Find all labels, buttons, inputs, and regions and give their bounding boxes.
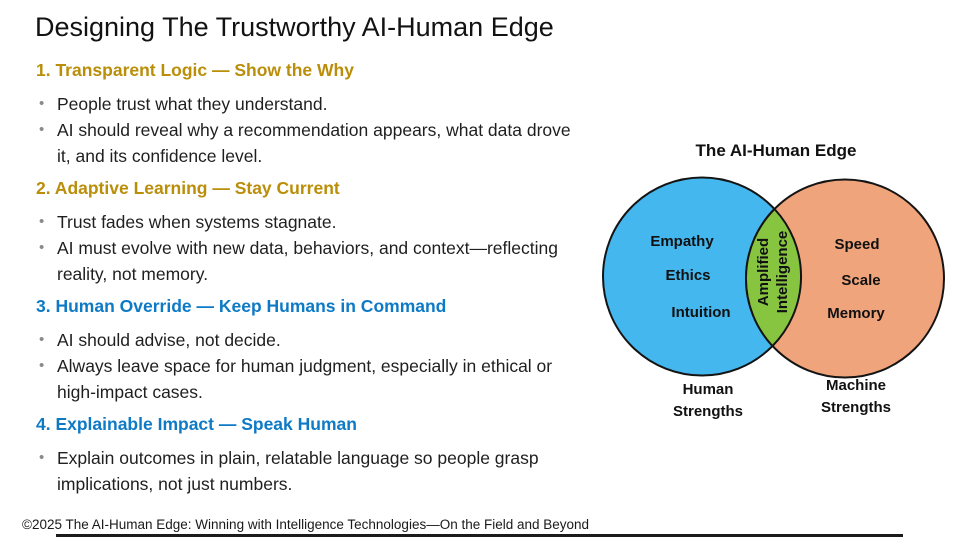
bullet-group-2: • Trust fades when systems stagnate. • A… [36, 209, 558, 287]
bottom-border-line [56, 534, 903, 537]
venn-title: The AI-Human Edge [695, 141, 857, 160]
copyright-footer: ©2025 The AI-Human Edge: Winning with In… [22, 517, 590, 532]
venn-diagram: The AI-Human Edge Empathy Ethics Intuiti… [600, 130, 952, 430]
bullet-icon: • [39, 357, 45, 374]
human-strengths-line2: Strengths [672, 402, 743, 420]
list-item: • People trust what they understand. [36, 91, 571, 117]
bullet-text: it, and its confidence level. [57, 146, 263, 166]
venn-item-scale: Scale [841, 272, 881, 289]
bullet-icon: • [39, 213, 45, 230]
venn-item-empathy: Empathy [650, 233, 714, 250]
venn-item-ethics: Ethics [665, 267, 711, 284]
section-heading-3: 3. Human Override — Keep Humans in Comma… [36, 296, 447, 316]
human-strengths-line1: Human [682, 381, 734, 398]
machine-strengths-line1: Machine [825, 377, 886, 394]
bullet-text: Explain outcomes in plain, relatable lan… [57, 448, 539, 468]
overlap-lens [744, 207, 803, 348]
list-item: • Always leave space for human judgment,… [36, 353, 552, 405]
bullet-text: People trust what they understand. [57, 94, 328, 114]
bullet-text: implications, not just numbers. [57, 474, 293, 494]
bullet-text: AI should advise, not decide. [57, 330, 281, 350]
list-item: • Trust fades when systems stagnate. [36, 209, 558, 235]
overlap-label: Amplified Intelligence [754, 212, 792, 332]
bullet-icon: • [39, 331, 45, 348]
section-heading-2: 2. Adaptive Learning — Stay Current [36, 178, 340, 198]
page-title: Designing The Trustworthy AI-Human Edge [35, 12, 554, 42]
section-heading-4: 4. Explainable Impact — Speak Human [36, 414, 357, 434]
bullet-icon: • [39, 121, 45, 138]
human-strengths-label: Human Strengths [648, 379, 768, 422]
bullet-text: high-impact cases. [57, 382, 203, 402]
venn-item-speed: Speed [834, 236, 880, 253]
list-item: • AI must evolve with new data, behavior… [36, 235, 558, 287]
bullet-icon: • [39, 95, 45, 112]
bullet-text: Trust fades when systems stagnate. [57, 212, 337, 232]
bullet-group-1: • People trust what they understand. • A… [36, 91, 571, 169]
list-item: • AI should reveal why a recommendation … [36, 117, 571, 169]
bullet-text: Always leave space for human judgment, e… [57, 356, 553, 376]
venn-item-intuition: Intuition [671, 304, 731, 321]
bullet-text: reality, not memory. [57, 264, 209, 284]
venn-item-memory: Memory [827, 305, 885, 322]
bullet-text: AI must evolve with new data, behaviors,… [57, 238, 558, 258]
bullet-icon: • [39, 449, 45, 466]
bullet-group-3: • AI should advise, not decide. • Always… [36, 327, 552, 405]
bullet-group-4: • Explain outcomes in plain, relatable l… [36, 445, 539, 497]
machine-strengths-label: Machine Strengths [796, 375, 916, 418]
overlap-label-line2: Intelligence [774, 230, 791, 314]
list-item: • AI should advise, not decide. [36, 327, 552, 353]
bullet-text: AI should reveal why a recommendation ap… [57, 120, 571, 140]
section-heading-1: 1. Transparent Logic — Show the Why [36, 60, 354, 80]
list-item: • Explain outcomes in plain, relatable l… [36, 445, 539, 497]
overlap-label-line1: Amplified [755, 237, 772, 307]
machine-strengths-line2: Strengths [820, 398, 891, 416]
venn-circles-graphic [602, 176, 945, 379]
bullet-icon: • [39, 239, 45, 256]
